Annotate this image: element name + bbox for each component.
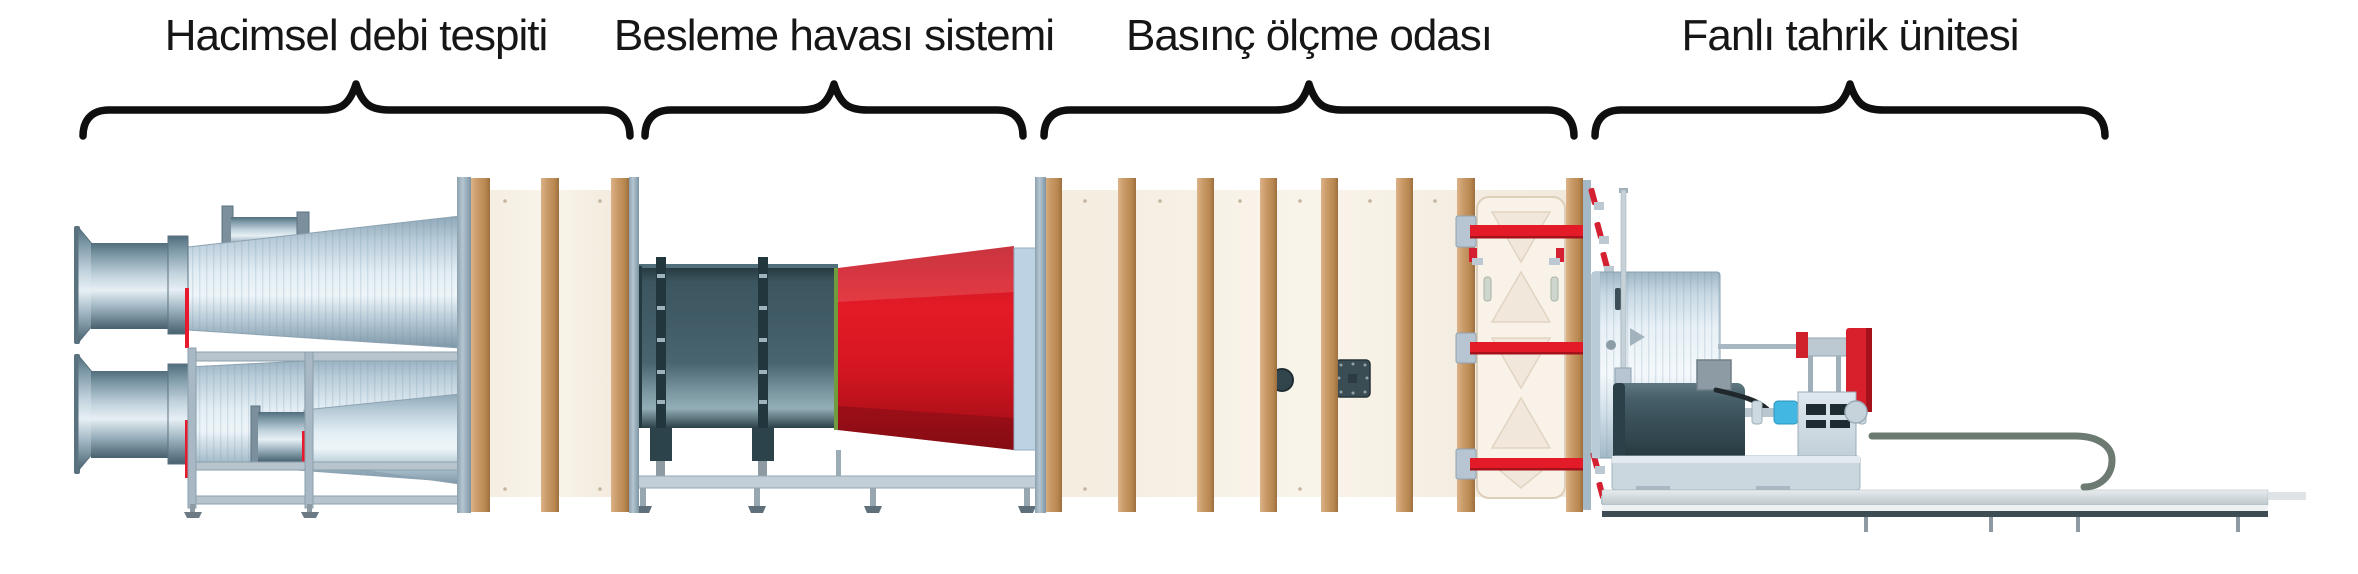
chamber-column: [457, 177, 471, 513]
supply-support-beam: [633, 450, 1037, 513]
red-diffuser-cone: [834, 246, 1014, 450]
panel-handle: [1550, 276, 1559, 302]
section-braces: [79, 80, 2109, 140]
torque-arm: [1718, 328, 1872, 412]
blue-coupling: [1773, 400, 1799, 425]
brace-supply-air: [641, 80, 1027, 140]
power-cable: [1713, 387, 1770, 412]
energy-chain-cable: [1868, 432, 2116, 491]
panel-handle: [1483, 276, 1492, 302]
upper-bellmouth-inlet: [74, 225, 189, 348]
wood-slat: [1118, 178, 1136, 512]
rail-leg: [2076, 517, 2080, 532]
fan-drive-unit: [1583, 180, 2306, 532]
wood-slat: [541, 178, 559, 512]
label-volumetric-flow: Hacimsel debi tespiti: [165, 11, 548, 60]
rail-leg: [1989, 517, 1993, 532]
red-marker: [185, 420, 189, 478]
square-access-port: [1335, 359, 1371, 398]
wood-slat: [471, 178, 490, 512]
brace-fan-drive: [1591, 80, 2109, 140]
wood-slat: [611, 178, 629, 512]
red-marker: [302, 431, 306, 464]
duct-clamp-2: [752, 257, 774, 476]
chamber-entrance-panel: [1013, 247, 1037, 451]
chamber-column: [629, 177, 639, 513]
base-sled: [1611, 455, 1861, 493]
red-lever-plate: [1846, 328, 1872, 412]
duct-top-rim: [636, 264, 838, 268]
rail-leg: [1864, 517, 1868, 532]
wood-slat: [1321, 178, 1338, 512]
frame-foot: [184, 512, 202, 518]
pressure-chamber-walls: [1035, 177, 1588, 513]
frame-foot: [301, 512, 319, 518]
label-pressure-chamber: Basınç ölçme odası: [1126, 11, 1492, 60]
supply-air-unit: [633, 246, 1037, 513]
supply-duct: [636, 266, 838, 428]
wood-slat: [1260, 178, 1277, 512]
duct-clamp-1: [650, 257, 672, 476]
direction-marker: [1630, 328, 1645, 346]
housing-button: [1606, 340, 1616, 350]
end-wall-edge: [1583, 180, 1591, 510]
junction-box: [1696, 359, 1732, 391]
label-fan-drive: Fanlı tahrik ünitesi: [1681, 11, 2018, 60]
red-clamp-straps: [1455, 215, 1588, 480]
brace-pressure-chamber: [1040, 80, 1578, 140]
rail-extension: [2268, 492, 2306, 500]
upper-cone-striation: [188, 216, 460, 348]
wood-slat: [1044, 178, 1062, 512]
floor-rail: [1601, 489, 2306, 532]
green-edge-strip: [834, 268, 838, 430]
chamber-column: [1035, 177, 1046, 513]
red-marker: [185, 288, 189, 348]
label-supply-air: Besleme havası sistemi: [614, 11, 1054, 60]
rail-leg: [2236, 517, 2240, 532]
volumetric-flow-unit: [74, 205, 465, 518]
lower-bellmouth-inlet: [74, 353, 189, 478]
section-labels: Hacimsel debi tespiti Besleme havası sis…: [165, 11, 2020, 60]
wood-slat: [1396, 178, 1413, 512]
wood-slat: [1197, 178, 1214, 512]
flow-chamber-walls: [457, 177, 639, 513]
brace-volumetric-flow: [79, 80, 634, 140]
housing-slot: [1615, 288, 1621, 310]
